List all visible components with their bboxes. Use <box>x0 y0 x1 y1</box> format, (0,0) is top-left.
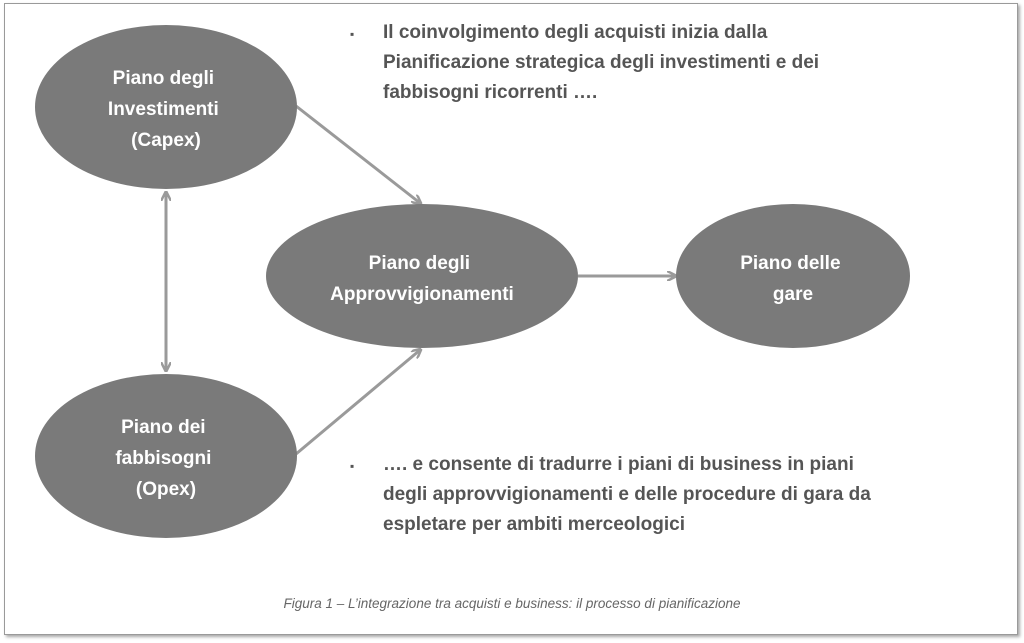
node-capex <box>35 25 297 189</box>
node-capex-line-1: Piano degli <box>113 68 214 89</box>
node-gare <box>676 204 910 348</box>
bullet-top-marker: ▪ <box>350 27 355 41</box>
bullet-bottom-text: …. e consente di tradurre i piani di bus… <box>383 450 943 540</box>
node-approvvigionamenti-label: Piano degli Approvvigionamenti <box>330 253 514 305</box>
node-gare-line-1: Piano delle <box>740 253 840 274</box>
bullet-top-line-1: Il coinvolgimento degli acquisti inizia … <box>383 22 768 43</box>
node-capex-label: Piano degli Investimenti (Capex) <box>108 68 224 151</box>
bullet-top-line-2: Pianificazione strategica degli investim… <box>383 52 820 73</box>
bullet-bottom-line-2: degli approvvigionamenti e delle procedu… <box>383 484 871 505</box>
node-gare-line-2: gare <box>773 284 813 305</box>
figure-caption: Figura 1 – L’integrazione tra acquisti e… <box>283 596 741 611</box>
arrow-capex-to-approvvigionamenti <box>295 104 420 203</box>
bullet-top-line-3: fabbisogni ricorrenti …. <box>383 82 598 103</box>
node-opex-line-1: Piano dei <box>121 417 205 438</box>
bullet-top-text: Il coinvolgimento degli acquisti inizia … <box>383 18 943 108</box>
node-approvvigionamenti <box>266 204 578 348</box>
bullet-bottom-line-3: espletare per ambiti merceologici <box>383 514 686 535</box>
node-opex-label: Piano dei fabbisogni (Opex) <box>115 417 216 500</box>
bullet-bottom-line-1: …. e consente di tradurre i piani di bus… <box>383 454 854 475</box>
node-capex-line-2: Investimenti <box>108 99 219 120</box>
arrow-opex-to-approvvigionamenti <box>295 350 420 456</box>
node-approvvigionamenti-line-1: Piano degli <box>369 253 470 274</box>
node-gare-label: Piano delle gare <box>740 253 846 305</box>
node-opex-line-2: fabbisogni <box>115 448 211 469</box>
node-approvvigionamenti-line-2: Approvvigionamenti <box>330 284 514 305</box>
bullet-bottom-marker: ▪ <box>350 459 355 473</box>
node-capex-line-3: (Capex) <box>131 130 201 151</box>
node-opex <box>35 374 297 538</box>
node-opex-line-3: (Opex) <box>136 479 196 500</box>
